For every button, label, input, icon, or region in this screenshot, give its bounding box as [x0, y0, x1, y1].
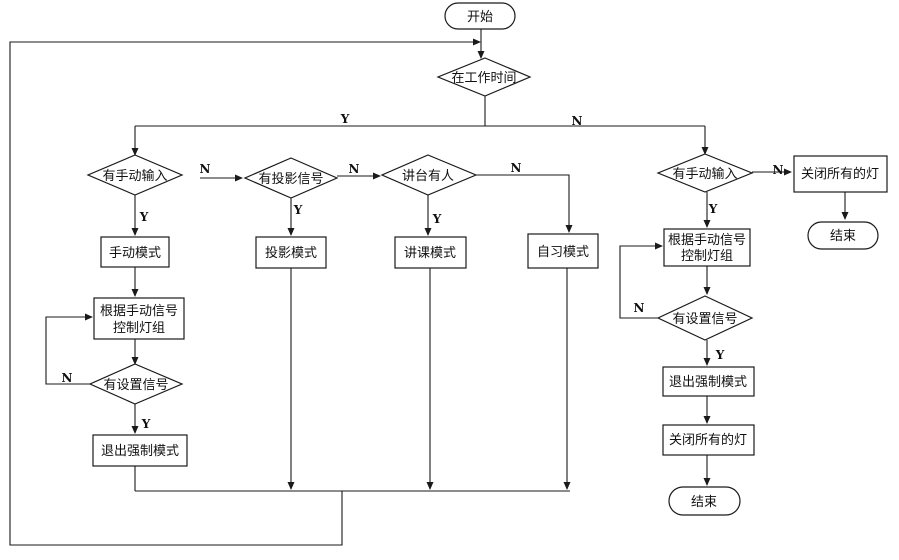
node-projection-signal-text: 有投影信号	[258, 171, 323, 187]
label-right-manual-no: N	[773, 163, 784, 177]
node-close-all-top: 关闭所有的灯	[793, 155, 888, 193]
node-left-manual-mode: 手动模式	[100, 236, 170, 268]
node-right-set-signal: 有设置信号	[656, 295, 754, 341]
label-left-manual-yes: Y	[139, 210, 149, 224]
node-left-set-signal: 有设置信号	[88, 363, 184, 405]
node-self-study-mode: 自习模式	[527, 233, 599, 269]
node-left-manual-input: 有手动输入	[86, 154, 184, 196]
node-left-exit-forced-text: 退出强制模式	[101, 444, 179, 459]
node-projection-mode-text: 投影模式	[265, 245, 317, 261]
node-right-set-signal-text: 有设置信号	[672, 312, 737, 327]
label-worktime-yes: Y	[340, 112, 350, 126]
node-end-bottom: 结束	[668, 486, 741, 516]
edge-loop-return	[9, 38, 481, 546]
node-lecture-mode: 讲课模式	[394, 236, 467, 269]
node-left-manual-mode-text: 手动模式	[109, 246, 161, 261]
edge-podium-no	[476, 174, 573, 233]
label-podium-no: N	[511, 161, 522, 175]
label-left-manual-no: N	[200, 162, 211, 176]
node-podium-person-text: 讲台有人	[402, 169, 454, 184]
node-end-bottom-text: 结束	[691, 495, 717, 510]
node-projection-mode: 投影模式	[255, 236, 327, 269]
connectors	[9, 29, 849, 546]
node-start-text: 开始	[467, 10, 493, 25]
node-left-set-signal-text: 有设置信号	[103, 378, 168, 393]
node-work-time-text: 在工作时间	[451, 71, 516, 86]
label-left-setsignal-yes: Y	[141, 417, 151, 431]
label-projection-yes: Y	[293, 203, 303, 217]
label-right-manual-yes: Y	[708, 202, 718, 216]
node-left-control-group-line1: 根据手动信号	[100, 304, 178, 319]
node-left-control-group: 根据手动信号 控制灯组	[93, 297, 185, 340]
node-start: 开始	[444, 2, 516, 30]
node-right-control-group-line2: 控制灯组	[681, 249, 733, 264]
label-projection-no: N	[349, 162, 360, 176]
node-self-study-mode-text: 自习模式	[537, 245, 589, 260]
node-podium-person: 讲台有人	[380, 154, 478, 196]
node-close-all-bottom: 关闭所有的灯	[662, 424, 755, 456]
edge-left-setsignal-no	[45, 313, 93, 385]
label-right-setsignal-yes: Y	[715, 348, 725, 362]
node-end-top-text: 结束	[830, 229, 856, 244]
node-left-exit-forced: 退出强制模式	[92, 434, 188, 467]
node-left-control-group-line2: 控制灯组	[113, 321, 165, 336]
node-close-all-bottom-text: 关闭所有的灯	[669, 432, 747, 448]
label-worktime-no: N	[572, 114, 583, 128]
node-work-time: 在工作时间	[436, 57, 532, 97]
node-left-manual-input-text: 有手动输入	[102, 168, 167, 184]
node-right-control-group: 根据手动信号 控制灯组	[663, 228, 751, 267]
branch-labels: Y N Y N N N Y Y N Y N Y N Y	[62, 112, 784, 431]
edge-right-setsignal-no	[619, 242, 663, 319]
node-right-manual-input-text: 有手动输入	[672, 166, 737, 182]
label-podium-yes: Y	[432, 212, 442, 226]
node-right-manual-input: 有手动输入	[656, 153, 754, 193]
label-right-setsignal-no: N	[634, 301, 645, 315]
node-right-control-group-line1: 根据手动信号	[668, 233, 746, 248]
node-right-exit-forced-text: 退出强制模式	[669, 375, 747, 390]
label-left-setsignal-no: N	[62, 371, 73, 385]
node-right-exit-forced: 退出强制模式	[662, 366, 755, 397]
node-lecture-mode-text: 讲课模式	[404, 246, 456, 261]
node-end-top: 结束	[807, 221, 879, 250]
node-close-all-top-text: 关闭所有的灯	[801, 166, 879, 182]
node-projection-signal: 有投影信号	[243, 157, 339, 199]
